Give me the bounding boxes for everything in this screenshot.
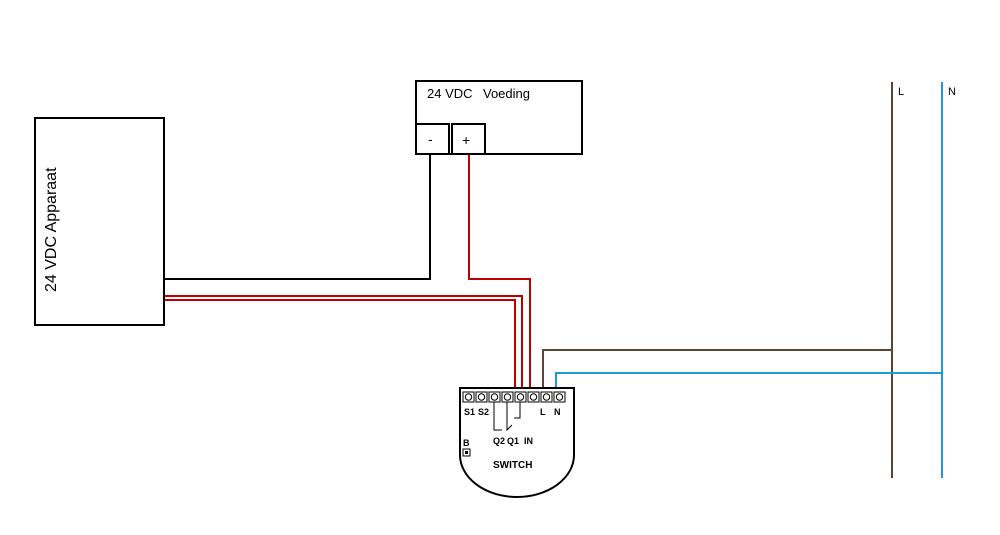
red-wire-plus [468,154,531,390]
switch-title: SWITCH [493,460,532,471]
terminal-plus-box [451,123,486,155]
mains-n-label: N [948,86,956,98]
label-in: IN [524,436,533,446]
screw-dot-s1 [464,393,473,401]
label-l: L [540,407,546,417]
switch-module-body [459,387,575,498]
label-s2: S2 [478,407,489,417]
power-supply-voltage-label: 24 VDC [427,86,473,101]
mains-l-label: L [898,86,904,98]
screw-dot-q2 [490,393,499,401]
button-b-label: B [463,438,470,448]
blue-wire-n [555,372,942,390]
black-wire-minus [164,154,431,280]
screw-dot-n [542,393,551,401]
screw-dot-s2 [477,393,486,401]
screw-dot-in [516,393,525,401]
screw-dot-extra [555,393,564,401]
power-supply-name-label: Voeding [483,86,530,101]
button-b-dot [465,451,468,454]
brown-wire-l [542,349,892,390]
screw-dot-q1 [503,393,512,401]
label-q1: Q1 [507,436,519,446]
terminal-minus-box [415,123,450,155]
label-n: N [554,407,561,417]
red-wire-device-bottom [164,299,516,390]
terminal-plus-label: + [462,132,470,148]
label-q2: Q2 [493,436,505,446]
switch-terminal-screws [462,391,566,403]
screw-dot-l [529,393,538,401]
red-wire-device-top [164,295,523,390]
relay-contact-lines [493,402,521,432]
terminal-minus-label: - [428,131,433,147]
device-label: 24 VDC Apparaat [43,167,60,292]
label-s1: S1 [464,407,475,417]
device-box [34,117,165,326]
